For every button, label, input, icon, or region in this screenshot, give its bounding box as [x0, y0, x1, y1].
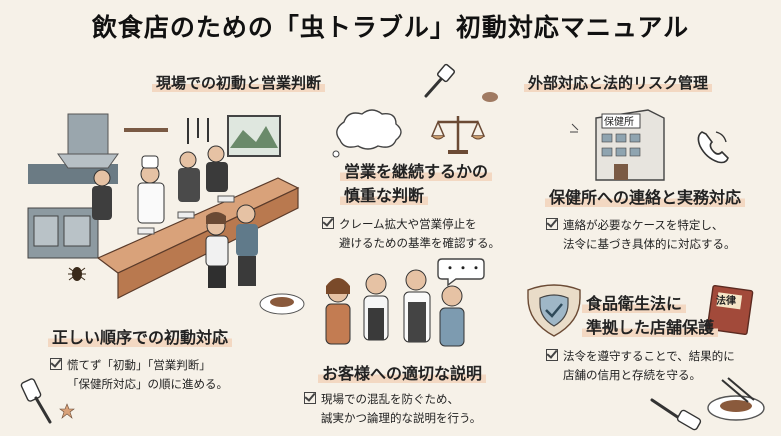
law-text: 法令を遵守することで、結果的に 店舗の信用と存続を守る。: [546, 347, 735, 385]
checkbox-icon: [546, 218, 558, 230]
star-icon: [59, 403, 75, 419]
section-right-heading: 外部対応と法的リスク管理: [524, 72, 713, 93]
law-book-icon: [706, 284, 754, 336]
explain-text: 現場での混乱を防ぐため、 誠実かつ論理的な説明を行う。: [304, 390, 481, 428]
thought-bubble-icon: [332, 109, 402, 158]
health-heading: 保健所への連絡と実務対応: [545, 186, 746, 210]
speech-bubble-icon: [437, 258, 485, 287]
checkbox-icon: [546, 349, 558, 361]
sparkle-lines-icon: [570, 123, 579, 133]
decision-text: クレーム拡大や営業停止を 避けるための基準を確認する。: [322, 215, 500, 253]
spatula-right-icon: [650, 398, 702, 431]
explain-heading: お客様への適切な説明: [318, 362, 487, 386]
bug-icon: [68, 267, 86, 281]
spatula-bottom-icon: [20, 378, 52, 424]
phone-icon: [697, 131, 729, 164]
health-text: 連絡が必要なケースを特定し、 法令に基づき具体的に対応する。: [546, 216, 736, 254]
checkbox-icon: [50, 358, 62, 370]
building-sign: 保健所: [604, 117, 634, 128]
speech-dots: ・・・: [444, 261, 484, 275]
law-heading: 食品衛生法に 準拠した店舗保護: [582, 292, 719, 340]
order-heading: 正しい順序での初動対応: [48, 326, 233, 350]
law-book-label: 法律: [716, 296, 736, 307]
spatula-icon: [424, 63, 456, 98]
food-crumb-icon: [482, 92, 498, 102]
checkbox-icon: [322, 217, 334, 229]
staff-discussion-illustration: [325, 269, 465, 347]
page-title: 飲食店のための「虫トラブル」初動対応マニュアル: [91, 13, 690, 42]
health-center-building-icon: [595, 109, 665, 181]
section-left-heading: 現場での初動と営業判断: [152, 72, 326, 93]
shield-scroll-icon: [527, 284, 581, 337]
order-text: 慌てず「初動」「営業判断」 「保健所対応」の順に進める。: [50, 356, 228, 394]
checkbox-icon: [304, 392, 316, 404]
decision-heading: 営業を継続するかの 慎重な判断: [340, 160, 493, 208]
scale-icon: [430, 116, 486, 154]
kitchen-illustration: [27, 113, 305, 315]
plate-with-food-icon: [707, 377, 765, 421]
